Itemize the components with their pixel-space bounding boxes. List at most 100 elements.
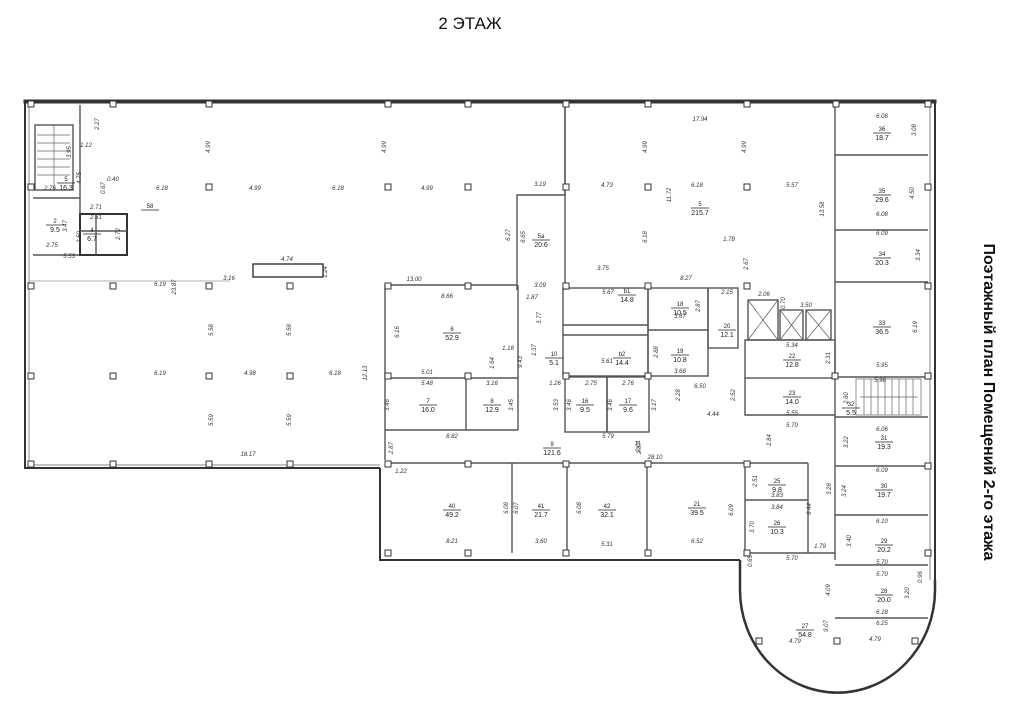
room-area: 29.6 bbox=[875, 197, 889, 204]
dimension-label: 1.87 bbox=[526, 295, 538, 301]
dimension-label: 8.27 bbox=[680, 276, 692, 282]
room-number: 30 bbox=[881, 484, 888, 490]
interior-walls bbox=[30, 101, 928, 619]
dimension-label: 3.28 bbox=[827, 483, 833, 495]
dimension-label: 5.95 bbox=[876, 363, 888, 369]
dimension-label: 2.52 bbox=[731, 389, 737, 402]
room-area: 20.2 bbox=[877, 547, 891, 554]
room-number: 23 bbox=[789, 391, 796, 397]
dimension-label: 3.24 bbox=[842, 485, 848, 497]
dimension-label: 3.16 bbox=[486, 381, 498, 387]
dimension-label: 4.99 bbox=[249, 186, 261, 192]
room-number: b1 bbox=[624, 289, 631, 295]
dimension-label: 6.18 bbox=[156, 186, 168, 192]
dimension-label: 1.64 bbox=[490, 357, 496, 369]
dimension-label: 6.08 bbox=[577, 502, 583, 514]
room-number: 36 bbox=[879, 127, 886, 133]
room-area: 52.9 bbox=[445, 335, 459, 342]
room-area: 9.5 bbox=[50, 227, 60, 234]
dimension-label: 0.65 bbox=[748, 555, 754, 567]
room-number: 5 bbox=[698, 202, 702, 208]
room-label: 35 29.6 bbox=[873, 189, 891, 204]
room-number: 7 bbox=[426, 399, 430, 405]
dimension-label: 1.18 bbox=[502, 346, 514, 352]
room-area: 39.5 bbox=[690, 510, 704, 517]
dimension-label: 3.17 bbox=[652, 399, 658, 411]
dimension-label: 3.20 bbox=[905, 587, 911, 599]
dimension-label: 4.73 bbox=[601, 183, 613, 189]
dimension-label: 6.09 bbox=[876, 468, 888, 474]
room-area: 215.7 bbox=[691, 210, 709, 217]
dimension-label: 6.44 bbox=[807, 503, 813, 515]
room-number: 35 bbox=[879, 189, 886, 195]
dimension-label: 6.18 bbox=[643, 231, 649, 243]
dimension-label: 6.06 bbox=[876, 427, 888, 433]
dimension-label: 5.61 bbox=[601, 359, 613, 365]
room-area: 21.7 bbox=[534, 512, 548, 519]
room-number: b2 bbox=[619, 352, 626, 358]
room-number: 16 bbox=[582, 399, 589, 405]
dimension-label: 5.01 bbox=[421, 370, 433, 376]
room-area: 9.8 bbox=[772, 487, 782, 494]
room-label: 29.5 bbox=[46, 219, 64, 234]
dimension-label: 6.18 bbox=[691, 183, 703, 189]
dimension-label: 5.34 bbox=[786, 343, 798, 349]
dimension-label: 8.21 bbox=[446, 539, 458, 545]
room-label: 36 18.7 bbox=[873, 127, 891, 142]
room-number: 2 bbox=[53, 219, 57, 225]
room-label: 716.0 bbox=[419, 399, 437, 414]
room-number: 29 bbox=[881, 539, 888, 545]
room-label: 179.6 bbox=[619, 399, 637, 414]
dimension-label: 0.70 bbox=[781, 297, 787, 309]
dimension-label: 5.70 bbox=[786, 556, 798, 562]
dimension-label: 3.45 bbox=[509, 399, 515, 411]
dimension-label: 2.15 bbox=[720, 290, 733, 296]
room-number: 58 bbox=[147, 204, 154, 210]
dimension-label: 5.58 bbox=[209, 324, 215, 336]
room-area: 12.8 bbox=[785, 362, 799, 369]
dimension-label: 18.17 bbox=[240, 452, 256, 458]
room-number: 20 bbox=[724, 324, 731, 330]
dimension-label: 2.75 bbox=[584, 381, 597, 387]
room-area: 5.5 bbox=[846, 410, 856, 417]
dimension-label: 2.31 bbox=[826, 352, 832, 365]
dimension-label: 6.50 bbox=[694, 384, 706, 390]
dimension-label: 5.70 bbox=[876, 560, 888, 566]
dimension-label: 6.18 bbox=[876, 610, 888, 616]
dimension-label: 5.70 bbox=[786, 423, 798, 429]
dimension-label: 3.68 bbox=[674, 369, 686, 375]
dimension-label: 9.43 bbox=[518, 356, 524, 368]
dimension-label: 4.79 bbox=[869, 637, 881, 643]
dimension-label: 5.70 bbox=[876, 572, 888, 578]
dimension-label: 8.82 bbox=[446, 434, 458, 440]
dimension-label: 2.67 bbox=[744, 258, 750, 271]
dimension-label: 6.65 bbox=[521, 231, 527, 243]
room-number: 40 bbox=[449, 504, 456, 510]
room-label: 105.1 bbox=[545, 352, 563, 367]
room-area: 14.8 bbox=[620, 297, 634, 304]
dimension-label: 8.66 bbox=[441, 294, 453, 300]
room-number: 19 bbox=[677, 349, 684, 355]
dimension-label: 23.87 bbox=[172, 279, 178, 296]
dimension-label: 3.09 bbox=[534, 283, 546, 289]
dimension-label: 2.84 bbox=[767, 434, 773, 447]
room-label: b1 14.8 bbox=[618, 289, 636, 304]
room-area: 18.7 bbox=[875, 135, 889, 142]
dimension-label: 1.22 bbox=[395, 469, 407, 475]
dimension-label: 4.99 bbox=[206, 141, 212, 153]
dimension-label: 2.87 bbox=[389, 442, 395, 455]
room-number: 28 bbox=[881, 589, 888, 595]
dimension-label: 1.12 bbox=[80, 143, 92, 149]
dimension-label: 5.59 bbox=[209, 414, 215, 426]
dimension-label: 5.59 bbox=[287, 414, 293, 426]
dimension-label: 3.40 bbox=[847, 535, 853, 547]
dimension-label: 4.99 bbox=[421, 186, 433, 192]
dimension-label: 2.60 bbox=[844, 392, 850, 405]
